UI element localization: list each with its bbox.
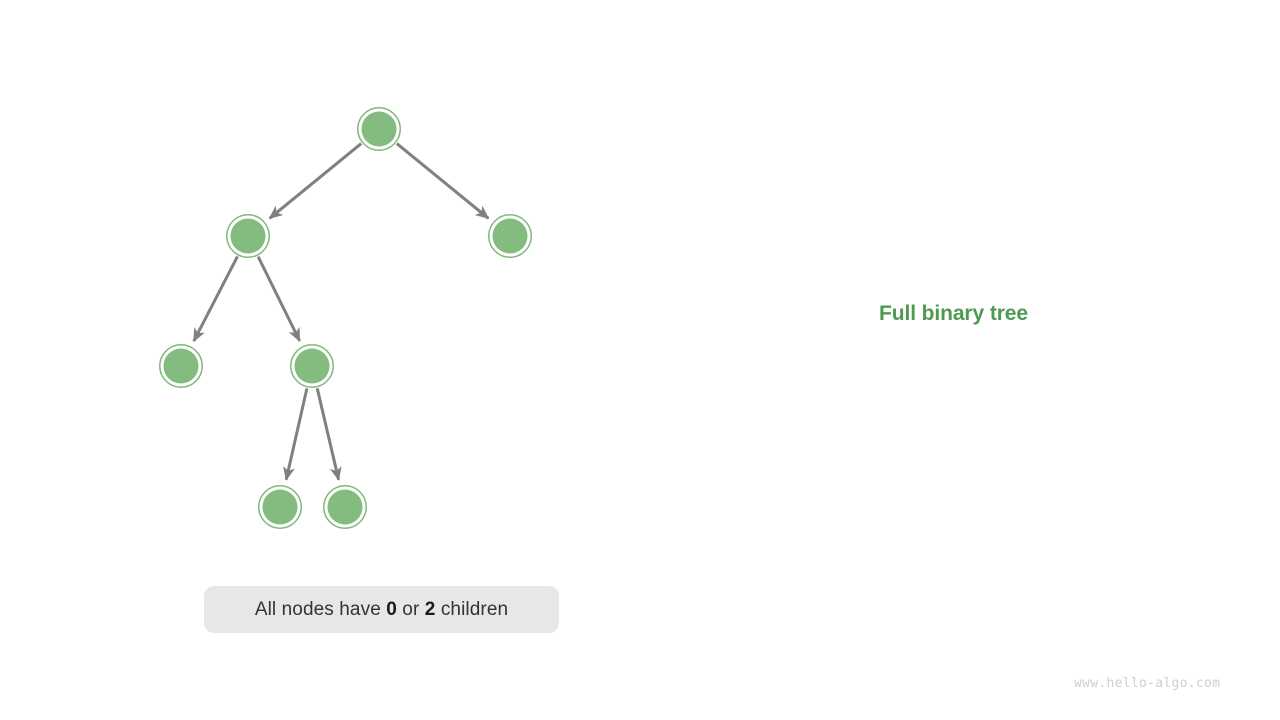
tree-edge [283,388,309,481]
node-core [492,218,528,254]
tree-edges [192,142,490,481]
tree-edge [315,388,342,481]
tree-edge [395,142,490,220]
caption-text: All nodes have 0 or 2 children [255,599,508,621]
caption-bold-two: 2 [424,598,436,620]
tree-node [323,485,367,529]
node-inner-ring [489,215,531,257]
node-outer-ring [290,344,334,388]
tree-edge [192,255,239,343]
watermark: www.hello-algo.com [1074,676,1221,691]
node-outer-ring [258,485,302,529]
node-inner-ring [160,345,202,387]
tree-node [488,214,532,258]
node-core [163,348,199,384]
caption-suffix: children [435,598,509,620]
node-inner-ring [291,345,333,387]
node-core [230,218,266,254]
node-outer-ring [159,344,203,388]
node-outer-ring [226,214,270,258]
page-title: Full binary tree [879,302,1028,325]
caption-bold-zero: 0 [386,598,397,620]
node-inner-ring [324,486,366,528]
node-inner-ring [227,215,269,257]
node-core [294,348,330,384]
node-outer-ring [323,485,367,529]
node-outer-ring [488,214,532,258]
tree-node [357,107,401,151]
node-inner-ring [358,108,400,150]
tree-node [226,214,270,258]
caption-prefix: All nodes have [254,598,387,620]
tree-nodes [159,107,532,529]
tree-edge [268,142,363,220]
tree-edge [256,255,301,342]
node-inner-ring [259,486,301,528]
caption-middle: or [396,598,425,620]
node-core [327,489,363,525]
node-core [262,489,298,525]
tree-node [258,485,302,529]
tree-node [159,344,203,388]
caption-badge: All nodes have 0 or 2 children [204,586,559,633]
node-outer-ring [357,107,401,151]
node-core [361,111,397,147]
tree-node [290,344,334,388]
